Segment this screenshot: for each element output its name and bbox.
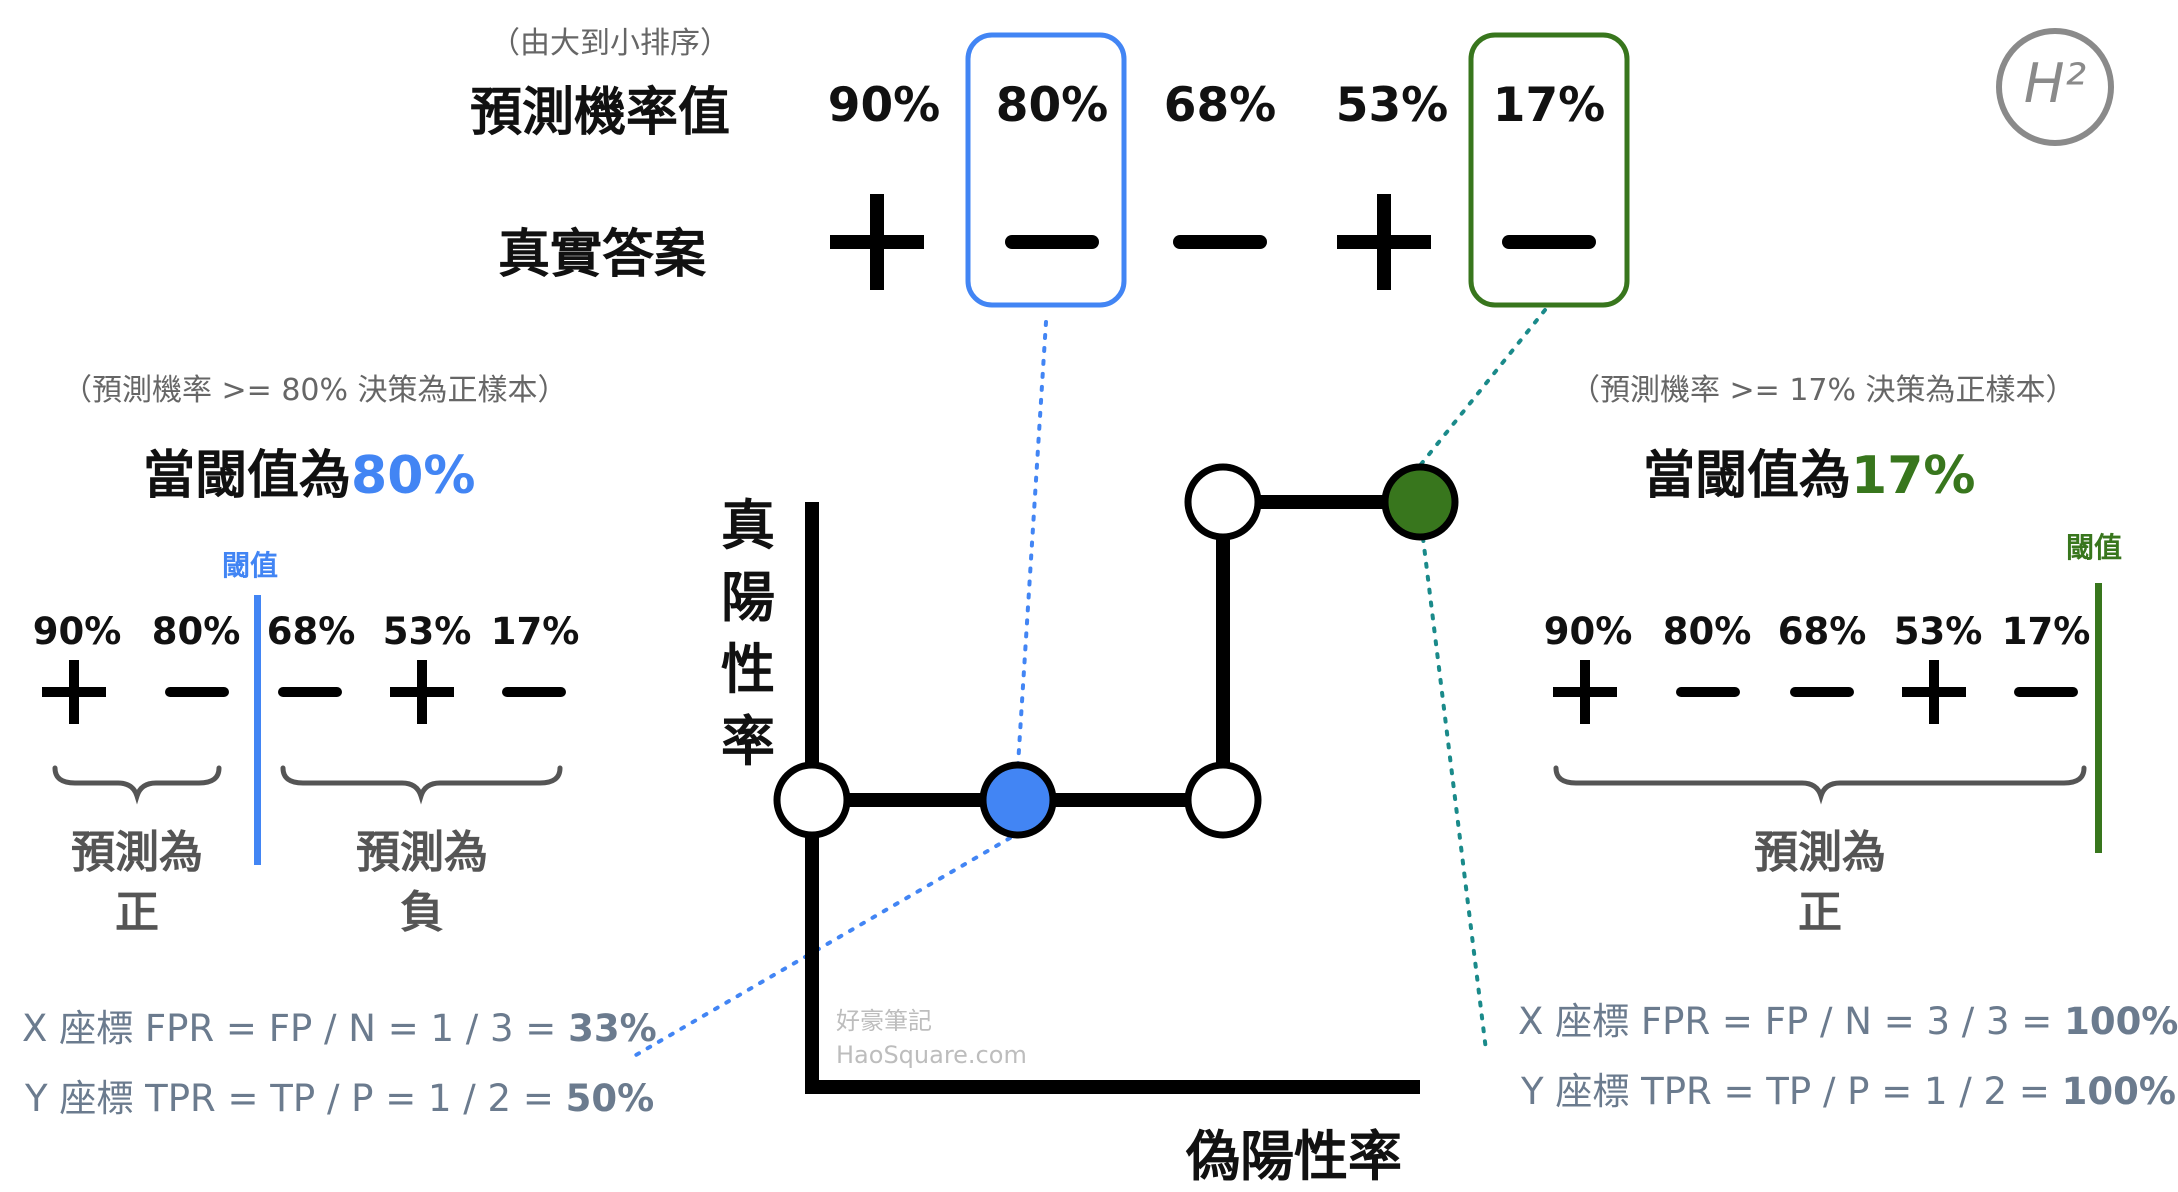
right-y-coord-text: Y 座標 TPR = TP / P = 1 / 2 = (1521, 1070, 2062, 1113)
top-answer-plus-1 (830, 194, 924, 290)
left-prob-90: 90% (32, 610, 122, 653)
right-x-coord-value: 100% (2064, 1000, 2178, 1043)
top-answer-minus-2 (1005, 235, 1099, 249)
left-pred-positive-line2: 正 (115, 887, 159, 938)
y-axis-label-char-4: 率 (721, 710, 775, 773)
roc-point-3 (1184, 761, 1262, 839)
left-note: （預測機率 >= 80% 決策為正樣本） (62, 373, 568, 408)
watermark: 好豪筆記 HaoSquare.com (836, 1004, 1027, 1072)
right-y-coord: Y 座標 TPR = TP / P = 1 / 2 = 100% (1521, 1061, 2176, 1115)
right-brace-positive (1553, 765, 2087, 805)
connector-blue-top (1016, 320, 1048, 767)
left-x-coord-text: X 座標 FPR = FP / N = 1 / 3 = (22, 1007, 569, 1050)
left-answer-minus-5 (502, 687, 566, 697)
left-x-coord: X 座標 FPR = FP / N = 1 / 3 = 33% (22, 998, 657, 1052)
left-brace-positive (52, 765, 222, 805)
right-prob-90: 90% (1543, 610, 1633, 653)
prob-row-label: 預測機率值 (470, 83, 731, 143)
left-y-coord: Y 座標 TPR = TP / P = 1 / 2 = 50% (25, 1068, 654, 1122)
top-answer-plus-4 (1337, 194, 1431, 290)
right-answer-plus-4 (1902, 660, 1966, 724)
left-brace-negative (280, 765, 563, 805)
left-prob-80: 80% (151, 610, 241, 653)
right-y-coord-value: 100% (2061, 1070, 2176, 1113)
left-answer-plus-1 (42, 660, 106, 724)
left-pred-negative: 預測為 負 (312, 823, 532, 943)
logo-circle (1996, 28, 2114, 146)
connector-green-bottom (1421, 536, 1488, 1052)
left-prob-17: 17% (490, 610, 580, 653)
left-pred-positive-line1: 預測為 (71, 827, 203, 878)
left-heading-text: 當閾值為 (143, 446, 352, 506)
highlight-box-17 (1468, 32, 1630, 308)
left-y-coord-value: 50% (565, 1077, 655, 1120)
top-prob-80: 80% (995, 78, 1109, 133)
right-threshold-line (2095, 583, 2102, 853)
top-prob-90: 90% (827, 78, 941, 133)
top-answer-minus-5 (1502, 235, 1596, 249)
right-answer-plus-1 (1553, 660, 1617, 724)
x-axis-label: 偽陽性率 (1186, 1125, 1402, 1188)
left-pred-negative-line2: 負 (400, 887, 444, 938)
y-axis-label: 真 陽 性 率 (713, 490, 783, 778)
right-note: （預測機率 >= 17% 決策為正樣本） (1570, 373, 2076, 408)
top-answer-minus-3 (1173, 235, 1267, 249)
y-axis-label-char-1: 真 (721, 494, 775, 557)
roc-point-80-threshold (979, 761, 1057, 839)
left-heading: 當閾值為80% (143, 433, 475, 508)
right-answer-minus-5 (2014, 687, 2078, 697)
right-pred-positive-line2: 正 (1798, 887, 1842, 938)
left-threshold-line (254, 595, 261, 865)
roc-point-4 (1184, 463, 1262, 541)
right-prob-80: 80% (1662, 610, 1752, 653)
diagram-graphics (42, 28, 2114, 1094)
y-axis-label-char-2: 陽 (721, 566, 775, 629)
right-threshold-label: 閾值 (2066, 531, 2123, 564)
left-answer-minus-3 (278, 687, 342, 697)
highlight-box-80 (965, 32, 1127, 308)
roc-point-1 (773, 761, 851, 839)
right-x-coord: X 座標 FPR = FP / N = 3 / 3 = 100% (1518, 991, 2178, 1045)
right-threshold-value: 17% (1851, 446, 1976, 506)
right-pred-positive-line1: 預測為 (1754, 827, 1886, 878)
left-pred-negative-line1: 預測為 (356, 827, 488, 878)
left-threshold-value: 80% (351, 446, 476, 506)
left-pred-positive: 預測為 正 (27, 823, 247, 943)
sort-note: （由大到小排序） (490, 26, 730, 61)
left-prob-68: 68% (266, 610, 356, 653)
right-pred-positive: 預測為 正 (1710, 823, 1930, 943)
right-answer-minus-2 (1676, 687, 1740, 697)
left-threshold-label: 閾值 (222, 549, 279, 582)
right-x-coord-text: X 座標 FPR = FP / N = 3 / 3 = (1518, 1000, 2065, 1043)
top-prob-53: 53% (1335, 78, 1449, 133)
watermark-line2: HaoSquare.com (836, 1041, 1027, 1069)
left-answer-plus-4 (390, 660, 454, 724)
left-x-coord-value: 33% (568, 1007, 657, 1050)
logo-text: H² (2023, 52, 2087, 115)
right-prob-53: 53% (1893, 610, 1983, 653)
right-answer-minus-3 (1790, 687, 1854, 697)
right-heading-text: 當閾值為 (1643, 446, 1852, 506)
y-axis-label-char-3: 性 (721, 638, 775, 701)
connector-green-top (1416, 308, 1547, 470)
left-y-coord-text: Y 座標 TPR = TP / P = 1 / 2 = (25, 1077, 566, 1120)
watermark-line1: 好豪筆記 (836, 1007, 932, 1035)
roc-point-17-threshold (1381, 463, 1459, 541)
roc-curve (812, 495, 1418, 807)
right-prob-17: 17% (2001, 610, 2091, 653)
left-answer-minus-2 (165, 687, 229, 697)
left-prob-53: 53% (382, 610, 472, 653)
truth-row-label: 真實答案 (498, 225, 707, 285)
top-prob-68: 68% (1163, 78, 1277, 133)
right-heading: 當閾值為17% (1643, 433, 1975, 508)
right-prob-68: 68% (1777, 610, 1867, 653)
top-prob-17: 17% (1492, 78, 1606, 133)
